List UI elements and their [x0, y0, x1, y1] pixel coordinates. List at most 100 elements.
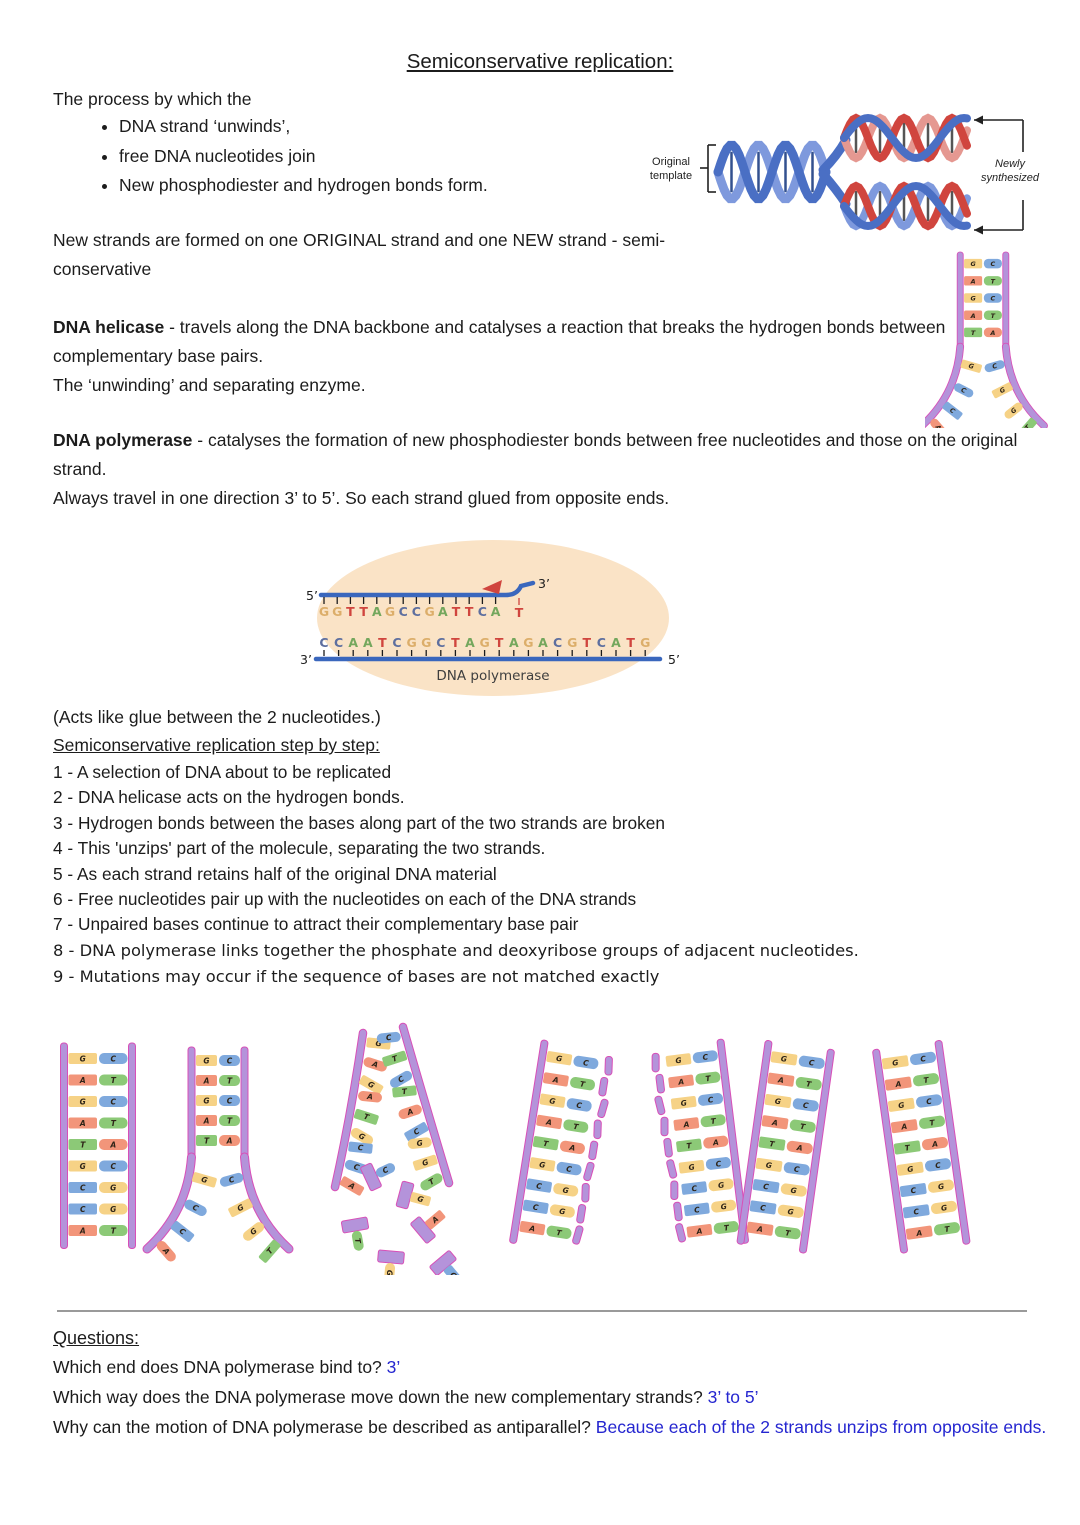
- svg-text:T: T: [769, 1139, 776, 1149]
- svg-text:C: C: [793, 1164, 800, 1174]
- bullet-item: New phosphodiester and hydrogen bonds fo…: [119, 171, 679, 201]
- step-item: 8 - DNA polymerase links together the ph…: [53, 940, 859, 960]
- svg-text:G: G: [421, 1157, 430, 1167]
- svg-text:C: C: [357, 1143, 364, 1153]
- svg-text:A: A: [545, 1117, 553, 1127]
- svg-text:G: G: [998, 386, 1006, 396]
- svg-text:C: C: [991, 260, 996, 268]
- step-item: 9 - Mutations may occur if the sequence …: [53, 966, 660, 986]
- svg-text:C: C: [334, 635, 343, 650]
- svg-text:T: T: [904, 1143, 911, 1153]
- svg-text:T: T: [686, 1141, 693, 1151]
- svg-text:A: A: [528, 1224, 536, 1234]
- svg-text:G: G: [385, 604, 395, 619]
- svg-text:G: G: [688, 1162, 695, 1172]
- svg-text:A: A: [989, 329, 995, 337]
- svg-text:C: C: [478, 604, 487, 619]
- svg-text:T: T: [542, 1139, 549, 1149]
- svg-text:G: G: [720, 1202, 727, 1212]
- step-item: 1 - A selection of DNA about to be repli…: [53, 762, 392, 782]
- svg-text:A: A: [776, 1075, 784, 1085]
- svg-text:A: A: [509, 635, 519, 650]
- svg-text:T: T: [452, 604, 461, 619]
- svg-text:T: T: [944, 1224, 951, 1234]
- svg-text:G: G: [790, 1186, 797, 1196]
- svg-text:G: G: [968, 362, 975, 371]
- svg-text:C: C: [227, 1097, 233, 1106]
- svg-text:3’: 3’: [538, 576, 550, 591]
- svg-text:C: C: [948, 406, 957, 415]
- svg-text:C: C: [960, 386, 968, 395]
- svg-text:C: C: [576, 1101, 583, 1111]
- svg-text:A: A: [755, 1224, 763, 1234]
- svg-text:C: C: [926, 1097, 933, 1107]
- svg-text:A: A: [933, 422, 943, 428]
- new-strands-paragraph: New strands are formed on one ORIGINAL s…: [53, 230, 666, 279]
- svg-text:G: G: [200, 1175, 208, 1185]
- svg-text:T: T: [227, 1117, 233, 1126]
- svg-text:T: T: [378, 635, 387, 650]
- svg-text:T: T: [991, 312, 996, 320]
- svg-text:T: T: [579, 1079, 586, 1089]
- svg-text:G: G: [385, 1269, 395, 1275]
- svg-text:T: T: [705, 1074, 712, 1084]
- svg-text:C: C: [353, 1162, 361, 1172]
- svg-text:G: G: [1009, 406, 1018, 416]
- svg-text:T: T: [556, 1228, 563, 1238]
- svg-text:C: C: [935, 1160, 942, 1170]
- svg-text:C: C: [760, 1203, 767, 1213]
- svg-text:C: C: [920, 1054, 927, 1064]
- svg-text:C: C: [110, 1098, 116, 1107]
- svg-text:T: T: [465, 604, 474, 619]
- svg-text:G: G: [539, 1160, 546, 1170]
- svg-text:A: A: [900, 1122, 908, 1132]
- svg-text:A: A: [551, 1075, 559, 1085]
- svg-text:A: A: [491, 604, 501, 619]
- steps-list: 1 - A selection of DNA about to be repli…: [53, 760, 983, 990]
- svg-text:C: C: [386, 1033, 393, 1043]
- svg-text:C: C: [582, 1058, 589, 1068]
- svg-text:C: C: [80, 1205, 86, 1214]
- svg-text:T: T: [80, 1141, 86, 1150]
- svg-text:C: C: [553, 635, 562, 650]
- svg-text:G: G: [780, 1054, 787, 1064]
- svg-text:C: C: [763, 1182, 770, 1192]
- svg-text:A: A: [109, 1141, 116, 1150]
- svg-text:C: C: [399, 604, 408, 619]
- svg-text:A: A: [203, 1117, 210, 1126]
- step-item: 2 - DNA helicase acts on the hydrogen bo…: [53, 787, 405, 808]
- svg-text:C: C: [715, 1159, 722, 1169]
- svg-text:C: C: [412, 604, 421, 619]
- svg-text:T: T: [265, 1246, 276, 1256]
- svg-text:G: G: [416, 1138, 423, 1148]
- svg-text:T: T: [359, 604, 368, 619]
- svg-text:C: C: [991, 362, 998, 371]
- svg-text:G: G: [940, 1203, 947, 1213]
- svg-text:G: G: [416, 1194, 424, 1204]
- svg-text:G: G: [406, 635, 416, 650]
- svg-text:A: A: [79, 1076, 86, 1085]
- svg-text:C: C: [381, 1165, 390, 1176]
- svg-text:C: C: [110, 1162, 116, 1171]
- svg-text:C: C: [227, 1057, 233, 1066]
- svg-text:T: T: [362, 1112, 370, 1122]
- svg-text:T: T: [401, 1087, 408, 1097]
- svg-text:G: G: [774, 1097, 781, 1107]
- svg-text:T: T: [799, 1122, 806, 1132]
- svg-text:A: A: [611, 635, 621, 650]
- helicase-term: DNA helicase: [53, 317, 165, 337]
- question-row: Which way does the DNA polymerase move d…: [53, 1387, 759, 1407]
- svg-text:C: C: [691, 1184, 698, 1194]
- original-template-label: Original template: [649, 156, 693, 182]
- svg-text:T: T: [227, 1077, 233, 1086]
- svg-text:C: C: [694, 1205, 701, 1215]
- svg-text:C: C: [707, 1095, 714, 1105]
- svg-text:G: G: [236, 1202, 246, 1213]
- newly-synthesized-label: Newly synthesized: [980, 158, 1040, 184]
- svg-text:A: A: [79, 1227, 86, 1236]
- svg-text:G: G: [523, 635, 533, 650]
